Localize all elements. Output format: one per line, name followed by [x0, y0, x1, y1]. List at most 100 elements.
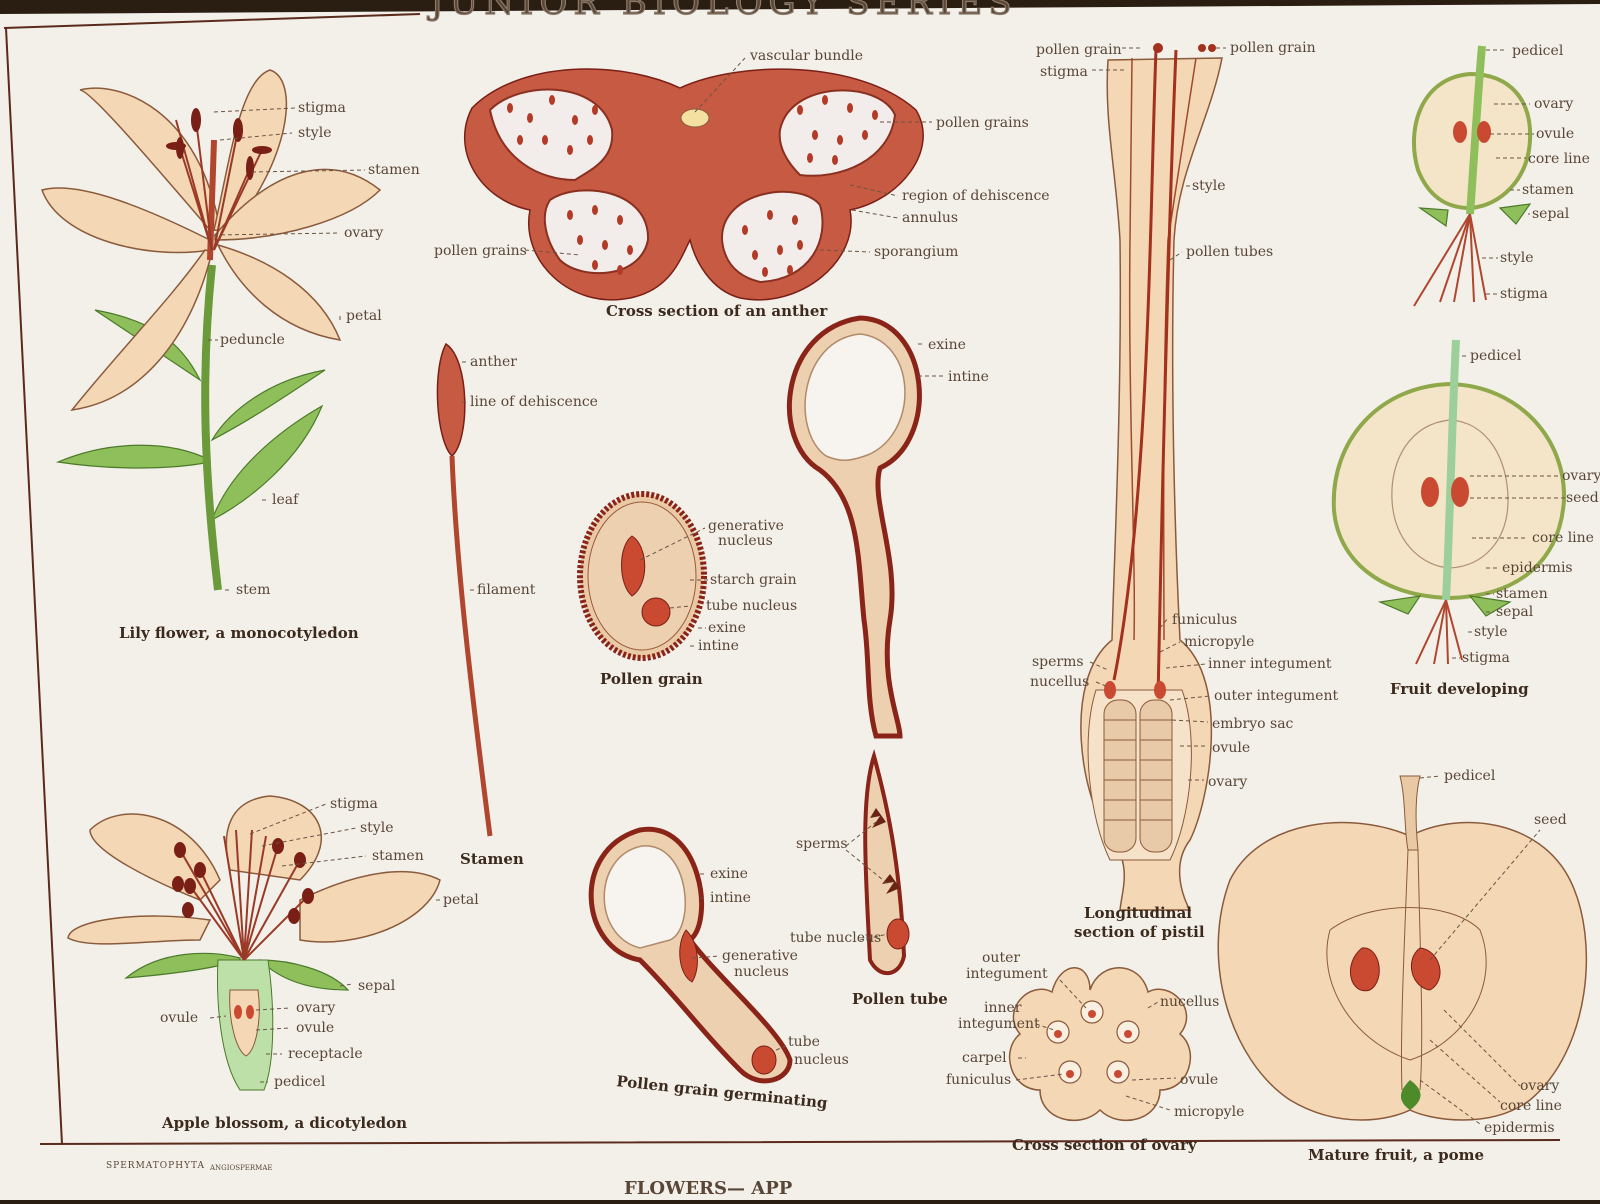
- pistil-label-nucellus: nucellus: [1030, 674, 1089, 690]
- blossom-label-ovary: ovary: [296, 1000, 335, 1016]
- fruit-developing-figure: pedicel ovary seed core line epidermis s…: [1331, 339, 1600, 698]
- footer-series: SPERMATOPHYTA: [106, 1161, 205, 1171]
- germ-label-intine: intine: [710, 890, 751, 906]
- lily-label-stigma: stigma: [298, 100, 346, 116]
- lily-label-stamen: stamen: [368, 162, 420, 178]
- pollen-label-intine: intine: [698, 638, 739, 654]
- pollen-label-tube-nucleus: tube nucleus: [706, 598, 797, 614]
- lily-label-petal: petal: [346, 308, 382, 324]
- apple-blossom-figure: stigma style stamen petal sepal ovule ov…: [67, 795, 479, 1132]
- mature-label-core-line: core line: [1500, 1098, 1562, 1114]
- blossom-label-sepal: sepal: [358, 978, 396, 994]
- lily-petal: [214, 168, 382, 241]
- lily-petal: [70, 249, 213, 412]
- stamen-figure: anther line of dehiscence filament Stame…: [436, 342, 598, 868]
- fruit-top-label-ovary: ovary: [1534, 96, 1573, 112]
- pistil-label-pollen-tubes: pollen tubes: [1186, 244, 1273, 260]
- anther-label-pollen-grains-left: pollen grains: [434, 243, 527, 259]
- pistil-label-sperms: sperms: [1032, 654, 1084, 670]
- blossom-petal: [89, 813, 221, 901]
- pollen-grain-figure: generative nucleus starch grain tube nuc…: [577, 491, 797, 688]
- ovary-xs-label-outer-2: integument: [966, 966, 1048, 982]
- pistil-label-ovule: ovule: [1212, 740, 1250, 756]
- fruit-top-label-style: style: [1500, 250, 1533, 266]
- germ-label-tube-1: tube: [788, 1034, 820, 1050]
- mature-fruit-caption: Mature fruit, a pome: [1308, 1146, 1484, 1164]
- poster-title: JUNIOR BIOLOGY SERIES: [427, 0, 1018, 23]
- stamen-label-filament: filament: [477, 582, 536, 598]
- lily-leaf: [210, 369, 326, 442]
- germ-label-tube-2: nucleus: [794, 1052, 849, 1068]
- poster-border-left: [5, 27, 63, 1145]
- pollen-grains-dots: [507, 95, 878, 277]
- anther-label-annulus: annulus: [902, 210, 958, 226]
- pollen-grain-caption: Pollen grain: [600, 670, 703, 688]
- anther-label-region-dehiscence: region of dehiscence: [902, 188, 1050, 204]
- blossom-label-ovule-right: ovule: [296, 1020, 334, 1036]
- tube-label-sperms: sperms: [796, 836, 848, 852]
- apple-blossom-caption: Apple blossom, a dicotyledon: [161, 1114, 407, 1132]
- germinating-figure: exine intine generative nucleus tube nuc…: [588, 826, 849, 1112]
- tube-label-intine: intine: [948, 369, 989, 385]
- mature-label-epidermis: epidermis: [1484, 1120, 1555, 1136]
- pistil-caption-1: Longitudinal: [1084, 904, 1192, 922]
- stamen-label-anther: anther: [470, 354, 517, 370]
- blossom-label-style: style: [360, 820, 393, 836]
- fruit-top-label-stamen: stamen: [1522, 182, 1574, 198]
- anther-label-pollen-grains-right: pollen grains: [936, 115, 1029, 131]
- lily-petal: [41, 187, 211, 254]
- fruit-dev-label-style: style: [1474, 624, 1507, 640]
- fruit-top-label-stigma: stigma: [1500, 286, 1548, 302]
- tube-label-tube-nucleus: tube nucleus: [790, 930, 881, 946]
- blossom-label-stamen: stamen: [372, 848, 424, 864]
- fruit-top-label-ovule: ovule: [1536, 126, 1574, 142]
- poster-footer: SPERMATOPHYTA ANGIOSPERMAE FLOWERS— APP: [106, 1161, 793, 1199]
- stamen-caption: Stamen: [460, 850, 524, 868]
- pistil-figure: pollen grain stigma pollen grain style p…: [1030, 40, 1338, 941]
- blossom-sepal: [258, 959, 350, 991]
- fruit-top-label-sepal: sepal: [1532, 206, 1570, 222]
- ovary-xs-label-nucellus: nucellus: [1160, 994, 1219, 1010]
- lily-caption: Lily flower, a monocotyledon: [119, 624, 359, 642]
- blossom-sepal: [124, 952, 241, 979]
- pistil-caption-2: section of pistil: [1074, 923, 1205, 941]
- lily-petal: [213, 69, 288, 233]
- pistil-label-pollen-grain-right: pollen grain: [1230, 40, 1316, 56]
- anther-label-sporangium: sporangium: [874, 244, 958, 260]
- pollen-label-generative-1: generative: [708, 518, 784, 534]
- pistil-label-funiculus: funiculus: [1172, 612, 1237, 628]
- blossom-label-stigma: stigma: [330, 796, 378, 812]
- mature-fruit-body: [1217, 821, 1588, 1121]
- ovary-xs-label-carpel: carpel: [962, 1050, 1007, 1066]
- blossom-label-receptacle: receptacle: [288, 1046, 363, 1062]
- poster-border: [3, 13, 1561, 1145]
- mature-fruit-figure: pedicel seed ovary core line epidermis M…: [1217, 768, 1588, 1164]
- fruit-dev-label-sepal: sepal: [1496, 604, 1534, 620]
- ovary-xs-body: [1009, 967, 1191, 1121]
- fruit-top-label-pedicel: pedicel: [1512, 43, 1564, 59]
- stamen-label-line-dehiscence: line of dehiscence: [470, 394, 598, 410]
- pollen-tube-caption: Pollen tube: [852, 990, 948, 1008]
- lily-label-style: style: [298, 125, 331, 141]
- pistil-label-style: style: [1192, 178, 1225, 194]
- blossom-petal: [299, 870, 441, 943]
- lily-label-stem: stem: [236, 582, 270, 598]
- blossom-label-ovule-left: ovule: [160, 1010, 198, 1026]
- footer-subseries: ANGIOSPERMAE: [209, 1164, 273, 1172]
- lily-leaf: [210, 404, 324, 522]
- lily-label-leaf: leaf: [272, 492, 300, 508]
- pistil-label-outer-integument: outer integument: [1214, 688, 1338, 704]
- anther-locule: [720, 190, 824, 284]
- pistil-label-embryo-sac: embryo sac: [1212, 716, 1294, 732]
- lily-petal: [79, 87, 221, 231]
- germ-label-generative-1: generative: [722, 948, 798, 964]
- pollen-label-starch-grain: starch grain: [710, 572, 797, 588]
- pistil-label-inner-integument: inner integument: [1208, 656, 1332, 672]
- anther-locule: [488, 88, 614, 182]
- pollen-label-generative-2: nucleus: [718, 533, 773, 549]
- blossom-label-pedicel: pedicel: [274, 1074, 326, 1090]
- blossom-petal: [67, 915, 212, 945]
- pistil-label-micropyle: micropyle: [1184, 634, 1254, 650]
- fruit-dev-label-ovary: ovary: [1562, 468, 1600, 484]
